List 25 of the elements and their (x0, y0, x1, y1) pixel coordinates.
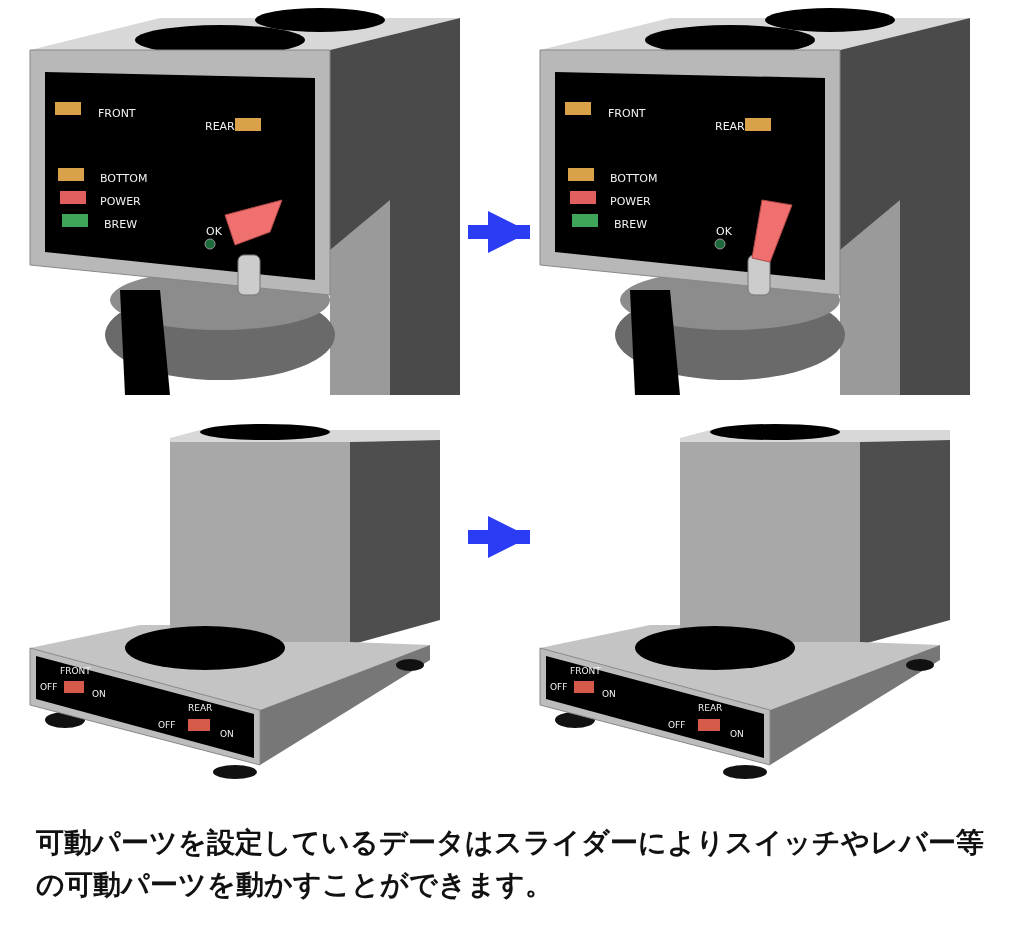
panel-label: OK (716, 226, 732, 237)
caption: 可動パーツを設定しているデータはスライダーによりスイッチやレバー等の可動パーツを動かすことができます。 (36, 825, 985, 903)
panel-label: BOTTOM (100, 173, 148, 184)
panel-label: OFF (668, 721, 686, 730)
panel-label: REAR (715, 121, 745, 132)
panel-label: REAR (188, 704, 213, 713)
panel-label: OFF (550, 683, 568, 692)
panel-label: OFF (158, 721, 176, 730)
panel-label: FRONT (608, 108, 646, 119)
panel-label: OFF (40, 683, 58, 692)
panel-label: REAR (698, 704, 723, 713)
panel-label: ON (92, 690, 106, 699)
panel-label: FRONT (98, 108, 136, 119)
arrow (468, 211, 530, 253)
panel-label: POWER (100, 196, 141, 207)
panel-label: OK (206, 226, 222, 237)
panel-label: BOTTOM (610, 173, 658, 184)
panel-label: BREW (104, 219, 138, 230)
arrow (468, 516, 530, 558)
panel-label: POWER (610, 196, 651, 207)
panel-label: BREW (614, 219, 648, 230)
panel-label: ON (730, 730, 744, 739)
panel-label: ON (602, 690, 616, 699)
panel-label: ON (220, 730, 234, 739)
panel-label: REAR (205, 121, 235, 132)
